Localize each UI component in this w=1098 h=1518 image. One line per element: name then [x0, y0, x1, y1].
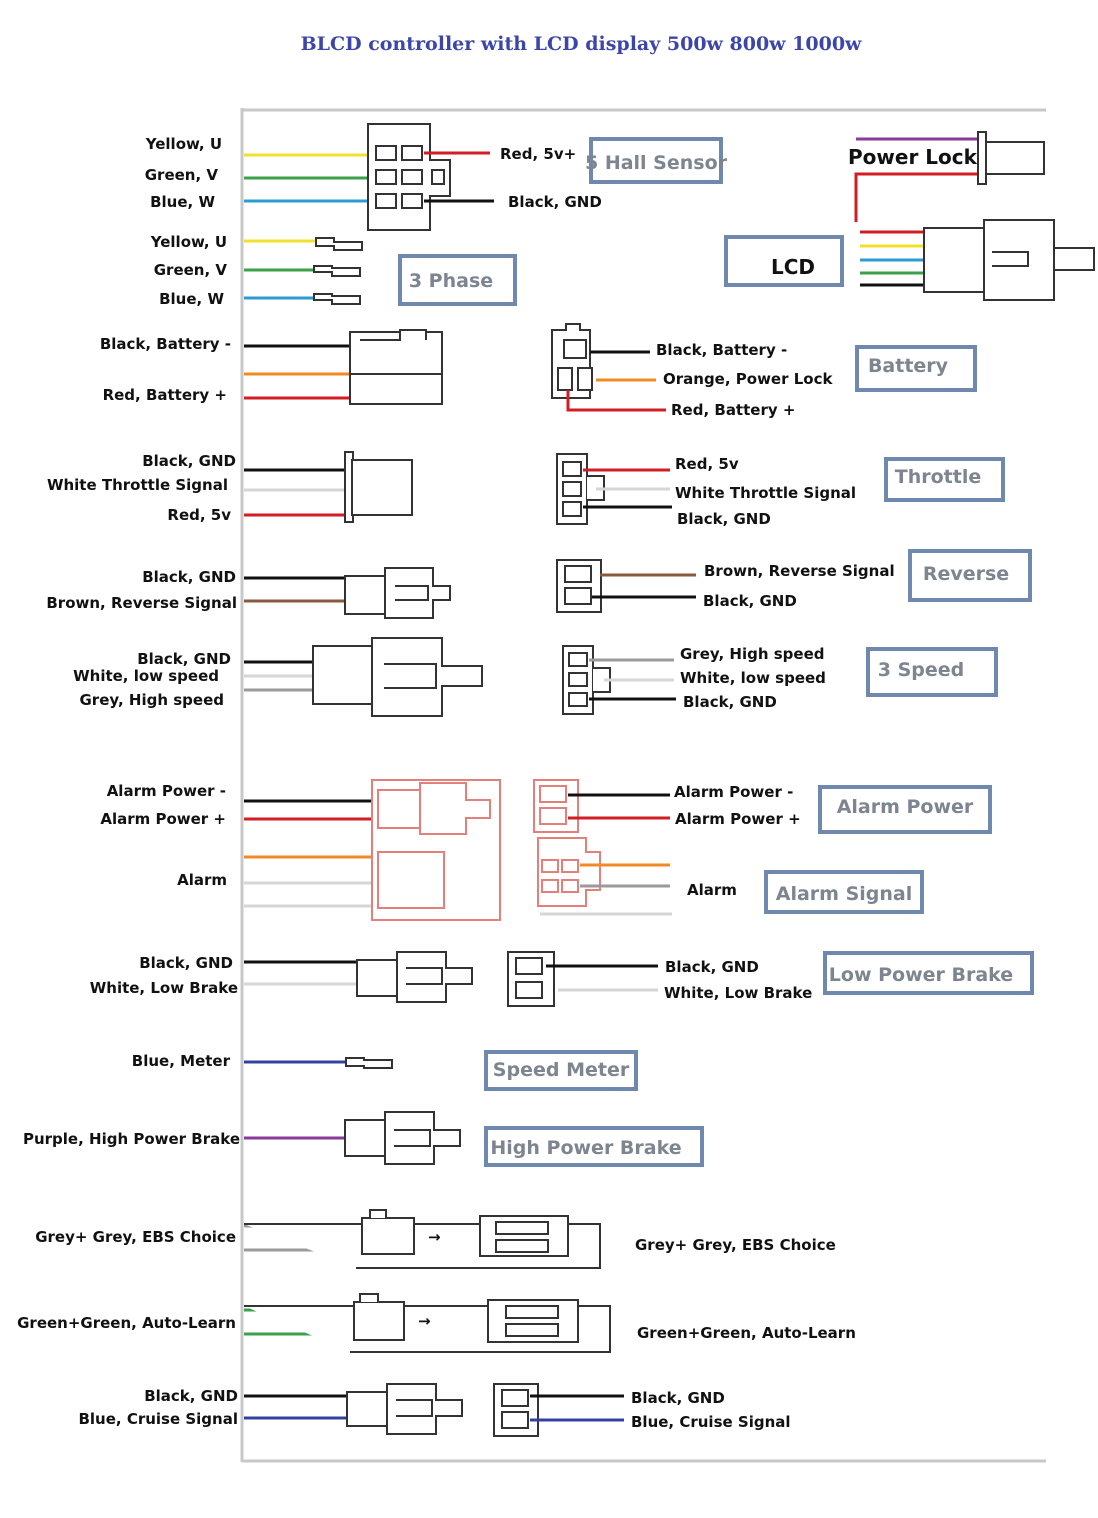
- alarm-section: Alarm Power - Alarm Power + Alarm Alarm …: [100, 779, 992, 921]
- controller-frame: [240, 108, 1046, 1463]
- cruise-section: Black, GND Blue, Cruise Signal Black, GN…: [78, 1383, 791, 1437]
- low-brake-connector-left: [356, 959, 400, 997]
- alarm-power-box: Alarm Power: [837, 796, 974, 818]
- svg-text:Black, Battery -: Black, Battery -: [656, 341, 787, 359]
- throttle-connector-left: [351, 459, 413, 516]
- three-speed-box: 3 Speed: [878, 659, 965, 681]
- learn-connector-a: [353, 1301, 405, 1341]
- svg-text:Blue, W: Blue, W: [159, 290, 224, 308]
- svg-text:Black, GND: Black, GND: [144, 1387, 238, 1405]
- low-brake-section: Black, GND White, Low Brake Black, GND W…: [90, 951, 1034, 1007]
- ebs-connector-a: [361, 1217, 415, 1255]
- svg-text:Grey, High speed: Grey, High speed: [80, 691, 225, 709]
- speed-meter-box: Speed Meter: [493, 1059, 630, 1081]
- svg-text:White Throttle Signal: White Throttle Signal: [675, 484, 856, 502]
- svg-text:Green+Green, Auto-Learn: Green+Green, Auto-Learn: [637, 1324, 856, 1342]
- svg-text:Alarm: Alarm: [177, 871, 227, 889]
- svg-text:Brown, Reverse Signal: Brown, Reverse Signal: [704, 562, 895, 580]
- alarm-signal-box: Alarm Signal: [776, 883, 912, 905]
- svg-text:Black, GND: Black, GND: [703, 592, 797, 610]
- svg-text:Grey, High speed: Grey, High speed: [680, 645, 825, 663]
- power-lock-label: Power Lock: [848, 145, 978, 169]
- power-lock-connector: [985, 141, 1045, 175]
- ebs-section: Grey+ Grey, EBS Choice → Grey+ Grey, EBS…: [35, 1209, 836, 1269]
- battery-connector-left: [349, 331, 443, 405]
- svg-text:Orange, Power Lock: Orange, Power Lock: [663, 370, 833, 388]
- svg-text:Alarm Power -: Alarm Power -: [107, 782, 226, 800]
- svg-text:Green, V: Green, V: [154, 261, 228, 279]
- speed-meter-section: Blue, Meter Speed Meter: [132, 1050, 638, 1091]
- meter-terminal: [345, 1057, 393, 1069]
- reverse-connector-left: [344, 575, 388, 615]
- reverse-box: Reverse: [923, 563, 1009, 585]
- svg-text:Red, Battery +: Red, Battery +: [671, 401, 795, 419]
- svg-text:Black, GND: Black, GND: [631, 1389, 725, 1407]
- svg-text:Black, GND: Black, GND: [665, 958, 759, 976]
- svg-text:Black, GND: Black, GND: [677, 510, 771, 528]
- svg-text:Alarm Power +: Alarm Power +: [100, 810, 226, 828]
- svg-text:White, low speed: White, low speed: [680, 669, 826, 687]
- lcd-box: LCD: [771, 255, 815, 279]
- svg-text:White, low speed: White, low speed: [73, 667, 219, 685]
- svg-text:→: →: [428, 1228, 441, 1246]
- svg-text:Alarm Power +: Alarm Power +: [675, 810, 801, 828]
- three-phase-box: 3 Phase: [409, 270, 493, 292]
- label-red-5v: Red, 5v+: [500, 145, 576, 163]
- svg-text:Blue, Meter: Blue, Meter: [132, 1052, 231, 1070]
- three-phase-section: Yellow, U Green, V Blue, W 3 Phase: [150, 233, 517, 308]
- low-brake-box: Low Power Brake: [829, 964, 1013, 986]
- svg-text:Red, 5v: Red, 5v: [167, 506, 231, 524]
- high-brake-connector: [344, 1119, 388, 1157]
- phase-v-terminal: [313, 265, 361, 277]
- svg-text:Yellow, U: Yellow, U: [150, 233, 227, 251]
- throttle-section: Black, GND White Throttle Signal Red, 5v…: [47, 451, 1005, 528]
- svg-text:Brown, Reverse Signal: Brown, Reverse Signal: [46, 594, 237, 612]
- lcd-connector: [923, 227, 987, 293]
- throttle-box: Throttle: [895, 466, 981, 488]
- svg-text:Black, GND: Black, GND: [142, 452, 236, 470]
- power-lock-lcd-section: Power Lock LCD: [724, 131, 1095, 301]
- cruise-connector-left: [346, 1391, 390, 1427]
- svg-text:Grey+ Grey, EBS Choice: Grey+ Grey, EBS Choice: [35, 1228, 236, 1246]
- svg-text:White, Low Brake: White, Low Brake: [90, 979, 238, 997]
- high-brake-section: Purple, High Power Brake High Power Brak…: [23, 1111, 704, 1167]
- svg-text:Black, Battery -: Black, Battery -: [100, 335, 231, 353]
- battery-section: Black, Battery - Red, Battery + Black, B…: [100, 323, 977, 419]
- phase-w-terminal: [313, 293, 361, 305]
- svg-text:Black, GND: Black, GND: [683, 693, 777, 711]
- label-green-v: Green, V: [145, 166, 219, 184]
- hall-sensor-box: 5 Hall Sensor: [585, 152, 728, 174]
- svg-text:Red, 5v: Red, 5v: [675, 455, 739, 473]
- auto-learn-section: Green+Green, Auto-Learn → Green+Green, A…: [17, 1293, 856, 1353]
- svg-text:Alarm Power -: Alarm Power -: [674, 783, 793, 801]
- svg-text:Purple, High Power Brake: Purple, High Power Brake: [23, 1130, 240, 1148]
- svg-text:Green+Green, Auto-Learn: Green+Green, Auto-Learn: [17, 1314, 236, 1332]
- svg-text:→: →: [418, 1312, 431, 1330]
- svg-text:Grey+ Grey, EBS Choice: Grey+ Grey, EBS Choice: [635, 1236, 836, 1254]
- label-yellow-u: Yellow, U: [145, 135, 222, 153]
- label-black-gnd: Black, GND: [508, 193, 602, 211]
- svg-text:Alarm: Alarm: [687, 881, 737, 899]
- phase-u-terminal: [315, 237, 363, 251]
- svg-text:Black, GND: Black, GND: [142, 568, 236, 586]
- svg-text:Blue, Cruise Signal: Blue, Cruise Signal: [78, 1410, 238, 1428]
- svg-text:Black, GND: Black, GND: [137, 650, 231, 668]
- label-blue-w: Blue, W: [150, 193, 215, 211]
- speed-connector-left: [312, 645, 374, 705]
- three-speed-section: Black, GND White, low speed Grey, High s…: [73, 637, 998, 717]
- svg-text:Black, GND: Black, GND: [139, 954, 233, 972]
- svg-text:White, Low Brake: White, Low Brake: [664, 984, 812, 1002]
- reverse-section: Black, GND Brown, Reverse Signal Brown, …: [46, 549, 1032, 619]
- hall-sensor-section: Yellow, U Green, V Blue, W Red, 5v+ Blac…: [145, 123, 728, 231]
- svg-text:White Throttle Signal: White Throttle Signal: [47, 476, 228, 494]
- diagram-title: BLCD controller with LCD display 500w 80…: [301, 33, 862, 55]
- svg-text:Blue, Cruise Signal: Blue, Cruise Signal: [631, 1413, 791, 1431]
- high-brake-box: High Power Brake: [490, 1137, 681, 1159]
- battery-box: Battery: [868, 355, 949, 377]
- svg-text:Red, Battery +: Red, Battery +: [103, 386, 227, 404]
